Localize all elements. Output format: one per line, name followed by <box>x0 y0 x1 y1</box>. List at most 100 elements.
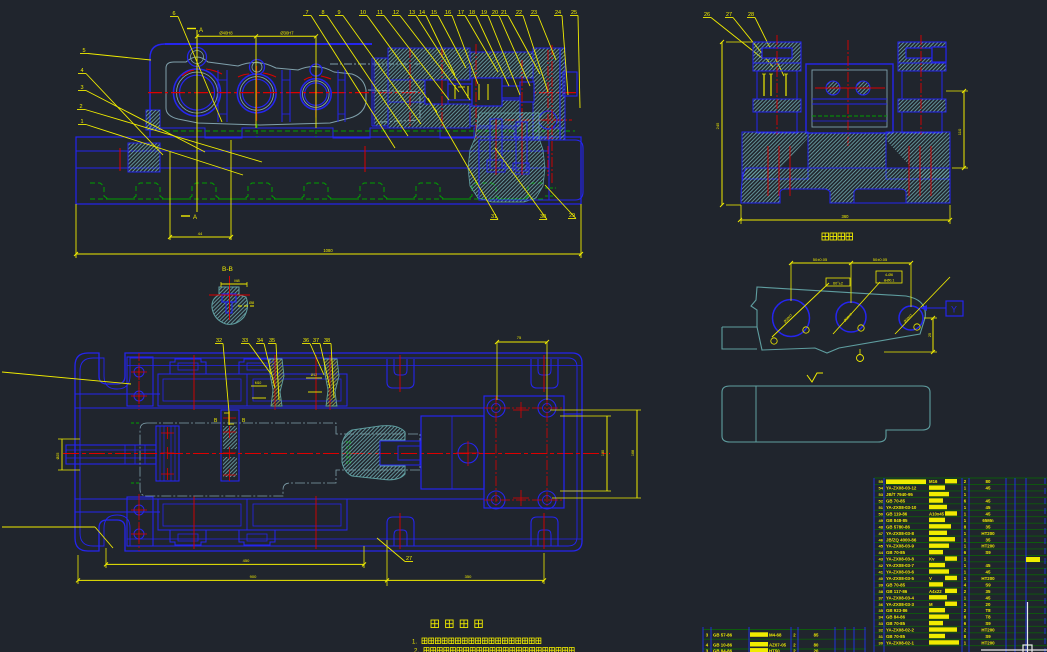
svg-text:Ø30H7: Ø30H7 <box>843 312 854 323</box>
svg-text:8: 8 <box>964 634 967 639</box>
svg-text:33: 33 <box>242 338 248 344</box>
svg-text:2: 2 <box>964 608 967 613</box>
svg-text:33: 33 <box>879 621 884 626</box>
svg-text:8: 8 <box>964 615 967 620</box>
svg-text:B: B <box>214 418 218 424</box>
svg-text:4: 4 <box>964 582 967 587</box>
svg-text:31: 31 <box>879 634 884 639</box>
svg-text:20: 20 <box>986 602 991 607</box>
svg-text:Kv: Kv <box>929 557 935 562</box>
svg-text:16: 16 <box>445 10 451 16</box>
svg-text:9: 9 <box>337 10 340 16</box>
svg-text:1: 1 <box>964 486 967 491</box>
svg-text:GB 84-86: GB 84-86 <box>886 615 906 620</box>
svg-text:29: 29 <box>569 213 575 219</box>
svg-text:1: 1 <box>964 595 967 600</box>
svg-text:50±0.05: 50±0.05 <box>873 257 888 262</box>
svg-text:HT200: HT200 <box>981 628 995 633</box>
svg-text:24: 24 <box>555 10 561 16</box>
svg-text:19: 19 <box>481 10 487 16</box>
svg-text:35: 35 <box>986 589 991 594</box>
svg-text:Ø25: Ø25 <box>56 453 60 460</box>
svg-text:168: 168 <box>631 450 635 456</box>
svg-text:6: 6 <box>964 621 967 626</box>
svg-text:3: 3 <box>706 649 709 652</box>
svg-text:45: 45 <box>986 499 991 504</box>
svg-text:360: 360 <box>842 214 850 219</box>
svg-text:YA-ZX08-02-2: YA-ZX08-02-2 <box>886 628 914 633</box>
svg-text:1: 1 <box>964 544 967 549</box>
svg-text:B-B: B-B <box>222 266 233 273</box>
svg-text:35: 35 <box>986 524 991 529</box>
svg-text:GB 70-85: GB 70-85 <box>886 621 906 626</box>
svg-text:1080: 1080 <box>323 248 333 253</box>
svg-text:S9: S9 <box>985 634 991 639</box>
svg-text:45: 45 <box>986 563 991 568</box>
svg-text:⊕Ø0.1: ⊕Ø0.1 <box>884 279 895 283</box>
svg-text:Y: Y <box>951 305 957 315</box>
svg-text:YA-ZX08-03-5: YA-ZX08-03-5 <box>886 576 914 581</box>
svg-text:110: 110 <box>957 128 962 135</box>
svg-text:50±0.05: 50±0.05 <box>813 257 828 262</box>
svg-text:4-Ø6: 4-Ø6 <box>885 273 893 277</box>
svg-text:1: 1 <box>964 505 967 510</box>
svg-text:2: 2 <box>793 649 796 652</box>
svg-text:350: 350 <box>465 574 472 579</box>
svg-text:36: 36 <box>879 602 884 607</box>
svg-text:YA-ZX08-03-10: YA-ZX08-03-10 <box>886 505 917 510</box>
svg-text:Ø8: Ø8 <box>249 301 254 305</box>
svg-text:48: 48 <box>879 524 884 529</box>
svg-text:7: 7 <box>305 10 308 16</box>
svg-text:38: 38 <box>879 589 884 594</box>
svg-text:S9: S9 <box>985 582 991 587</box>
svg-text:26: 26 <box>704 12 710 18</box>
svg-text:YA-ZX08-03-4: YA-ZX08-03-4 <box>886 595 914 600</box>
svg-text:YA-ZX08-02-1: YA-ZX08-02-1 <box>886 640 914 645</box>
svg-text:GB 84-86: GB 84-86 <box>713 649 733 652</box>
svg-text:60°±2: 60°±2 <box>833 282 843 286</box>
svg-text:44: 44 <box>879 550 884 555</box>
svg-text:YA-ZX08-03-8: YA-ZX08-03-8 <box>886 557 914 562</box>
svg-text:M16: M16 <box>929 479 938 484</box>
svg-text:28: 28 <box>748 12 754 18</box>
svg-text:25: 25 <box>928 333 932 337</box>
svg-text:80: 80 <box>814 642 819 647</box>
svg-text:34: 34 <box>257 338 263 344</box>
svg-text:HT50: HT50 <box>769 649 780 652</box>
svg-text:S9: S9 <box>985 621 991 626</box>
svg-text:52: 52 <box>879 499 884 504</box>
svg-text:2: 2 <box>964 628 967 633</box>
svg-text:11: 11 <box>377 10 383 16</box>
svg-text:JB/T 7940-95: JB/T 7940-95 <box>886 492 913 497</box>
svg-text:A: A <box>199 28 203 34</box>
svg-text:GB 117-86: GB 117-86 <box>886 589 908 594</box>
svg-text:HT200: HT200 <box>981 640 995 645</box>
svg-text:2: 2 <box>79 104 82 110</box>
svg-text:AZ07-05: AZ07-05 <box>769 642 787 647</box>
svg-text:1: 1 <box>80 119 83 125</box>
svg-text:YA-ZX08-03-7: YA-ZX08-03-7 <box>886 563 914 568</box>
svg-text:27: 27 <box>406 556 412 562</box>
svg-text:6: 6 <box>964 550 967 555</box>
svg-text:900: 900 <box>250 574 257 579</box>
svg-text:GB 848-85: GB 848-85 <box>886 518 908 523</box>
svg-text:GB 119-86: GB 119-86 <box>886 511 908 516</box>
svg-text:39: 39 <box>879 582 884 587</box>
svg-text:35: 35 <box>269 338 275 344</box>
svg-text:50: 50 <box>879 511 884 516</box>
svg-text:6: 6 <box>172 11 175 17</box>
svg-text:A4x22: A4x22 <box>929 589 942 594</box>
svg-text:10: 10 <box>360 10 366 16</box>
svg-text:3: 3 <box>706 633 709 638</box>
svg-text:2: 2 <box>793 642 796 647</box>
svg-text:13: 13 <box>409 10 415 16</box>
svg-text:1: 1 <box>964 537 967 542</box>
svg-text:T8: T8 <box>985 608 991 613</box>
svg-text:4: 4 <box>706 642 709 647</box>
svg-text:17: 17 <box>458 10 464 16</box>
svg-text:1: 1 <box>964 531 967 536</box>
svg-text:31: 31 <box>491 214 497 220</box>
svg-text:1: 1 <box>964 640 967 645</box>
svg-text:HT200: HT200 <box>981 531 995 536</box>
svg-text:T8: T8 <box>985 615 991 620</box>
